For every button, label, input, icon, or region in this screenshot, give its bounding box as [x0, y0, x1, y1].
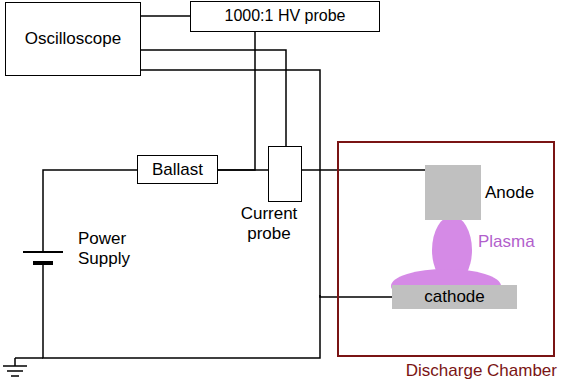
wire-connector	[218, 32, 255, 170]
wire-connector	[218, 169, 268, 171]
ground-wire	[43, 263, 320, 358]
box-caption: Discharge Chamber	[379, 361, 557, 381]
cathode-electrode: cathode	[392, 285, 517, 309]
ballast-box: Ballast	[137, 155, 218, 184]
ground-lead	[14, 358, 16, 366]
ground-symbol	[3, 366, 27, 376]
battery-symbol	[23, 252, 63, 263]
anode-electrode: Anode	[425, 165, 481, 220]
box-caption: Current probe	[227, 204, 311, 243]
current-probe-box: Current probe	[268, 146, 302, 202]
plasma-label: Plasma	[478, 232, 554, 252]
wire-connector	[302, 169, 425, 171]
box-caption: Anode	[485, 183, 555, 203]
wire-connector	[141, 15, 190, 17]
box-label: cathode	[424, 287, 485, 307]
ground-lead	[15, 357, 43, 359]
box-label: 1000:1 HV probe	[225, 7, 346, 25]
box-label: Ballast	[152, 160, 203, 180]
box-label: Oscilloscope	[25, 29, 121, 49]
supply-label: Power Supply	[78, 229, 150, 270]
instrument-box: Oscilloscope	[5, 2, 141, 76]
wire-connector	[141, 50, 286, 146]
probe-box: 1000:1 HV probe	[190, 1, 380, 32]
